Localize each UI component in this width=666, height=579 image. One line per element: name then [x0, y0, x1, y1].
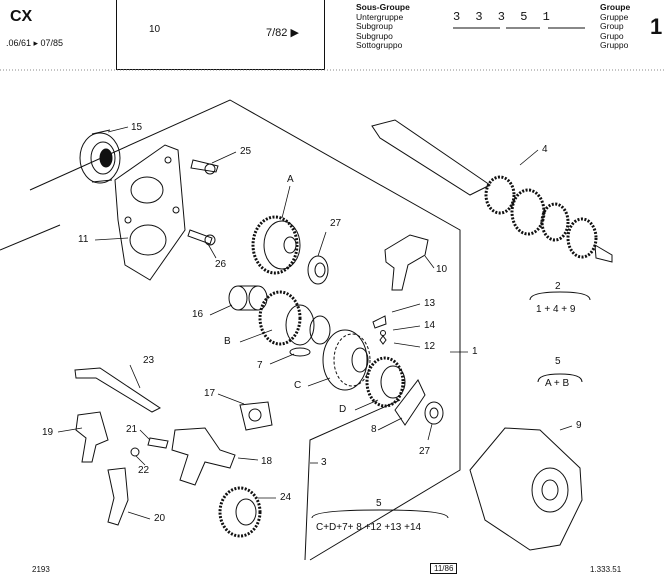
callout-14: 14 — [424, 320, 436, 331]
part-15-oil-seal — [79, 129, 121, 184]
part-4-primary-shaft — [371, 119, 613, 263]
subgroup-label-es: Subgrupo — [356, 30, 393, 41]
part-21-screw — [147, 437, 169, 449]
callout-19: 19 — [42, 427, 54, 438]
footer-plate-number: 2193 — [32, 565, 50, 574]
group-label-fr: Groupe — [600, 2, 631, 12]
part-13-key — [372, 315, 387, 329]
callout-27-upper: 27 — [330, 218, 342, 229]
box-number: 10 — [149, 24, 161, 35]
part-16-bushing — [228, 285, 268, 311]
part-14-ball — [380, 330, 386, 336]
subgroup-code: 3 3 3 5 1 — [453, 10, 554, 24]
part-A-gear — [251, 215, 301, 275]
group-5a-composition: A + B — [545, 378, 570, 389]
part-20-finger — [107, 467, 129, 526]
part-C-synchro-sleeve — [322, 329, 371, 391]
part-11-bearing-plate — [114, 144, 186, 281]
part-27-washer — [424, 401, 444, 425]
callout-23: 23 — [143, 355, 155, 366]
part-27-bearing — [307, 255, 329, 285]
group-brace-5a — [537, 373, 583, 383]
header-box — [116, 0, 325, 70]
part-26-bolt — [187, 229, 216, 246]
date-range: .06/61 ▸ 07/85 — [6, 38, 64, 48]
callout-21: 21 — [126, 424, 138, 435]
callout-20: 20 — [154, 513, 166, 524]
subgroup-label-it: Sottogruppo — [356, 40, 403, 51]
callout-15: 15 — [131, 122, 143, 133]
subgroup-label-fr: Sous-Groupe — [356, 2, 410, 12]
callout-9: 9 — [576, 420, 582, 431]
assembly-frame-1 — [29, 99, 461, 561]
group-5a-number: 5 — [555, 356, 561, 367]
subgroup-label-de: Untergruppe — [356, 11, 404, 22]
callout-3: 3 — [321, 457, 327, 468]
callout-10: 10 — [436, 264, 448, 275]
part-8-fork — [394, 379, 426, 426]
callout-1: 1 — [472, 346, 478, 357]
part-10-shift-fork — [384, 234, 429, 291]
model-code: CX — [10, 8, 33, 25]
part-18-lever — [171, 427, 236, 486]
group-5b-composition: C+D+7+ 8 +12 +13 +14 — [316, 522, 422, 533]
group-label-en: Group — [600, 21, 624, 32]
box-date: 7/82 ▶ — [266, 27, 299, 39]
group-label-de: Gruppe — [600, 11, 629, 22]
callout-8: 8 — [371, 424, 377, 435]
part-23-shift-rod — [74, 367, 161, 413]
footer-issue-date: 11/86 — [430, 563, 458, 574]
part-9-housing — [469, 427, 583, 551]
subgroup-labels: Sous-Groupe Untergruppe Subgroup Subgrup… — [356, 2, 410, 51]
part-7-ring — [289, 347, 311, 357]
part-25-screw — [190, 159, 219, 175]
leader-lines — [57, 126, 573, 520]
callout-17: 17 — [204, 388, 216, 399]
part-B-gear — [258, 290, 331, 346]
part-17-selector — [239, 401, 273, 431]
callout-A: A — [287, 174, 294, 185]
callout-27-lower: 27 — [419, 446, 431, 457]
callout-24: 24 — [280, 492, 292, 503]
group-labels: Groupe Gruppe Group Grupo Gruppo — [600, 2, 631, 51]
part-19-bracket — [75, 411, 109, 463]
callout-16: 16 — [192, 309, 204, 320]
callout-11: 11 — [78, 234, 89, 245]
part-12-spring — [379, 335, 387, 345]
assembly-frame-3 — [304, 399, 401, 561]
group-2-composition: 1 + 4 + 9 — [536, 304, 576, 315]
callout-C: C — [294, 380, 302, 391]
frame-edge — [0, 224, 61, 251]
callout-18: 18 — [261, 456, 273, 467]
group-label-es: Grupo — [600, 30, 624, 41]
callout-4: 4 — [542, 144, 548, 155]
callout-12: 12 — [424, 341, 436, 352]
callout-22: 22 — [138, 465, 150, 476]
callout-25: 25 — [240, 146, 252, 157]
callout-D: D — [339, 404, 347, 415]
group-brace-5b — [311, 509, 449, 519]
group-label-it: Gruppo — [600, 40, 629, 51]
callout-13: 13 — [424, 298, 436, 309]
part-24-gear — [218, 486, 262, 538]
group-brace-2 — [529, 291, 591, 301]
callout-B: B — [224, 336, 231, 347]
group-5b-number: 5 — [376, 498, 382, 509]
part-22-nut — [130, 447, 140, 457]
subgroup-label-en: Subgroup — [356, 21, 393, 32]
part-D-gear — [365, 356, 406, 408]
footer-reference: 1.333.51 — [590, 565, 622, 574]
callout-7: 7 — [257, 360, 263, 371]
callout-26: 26 — [215, 259, 227, 270]
group-2-number: 2 — [555, 281, 561, 292]
group-number: 1 — [650, 14, 663, 39]
